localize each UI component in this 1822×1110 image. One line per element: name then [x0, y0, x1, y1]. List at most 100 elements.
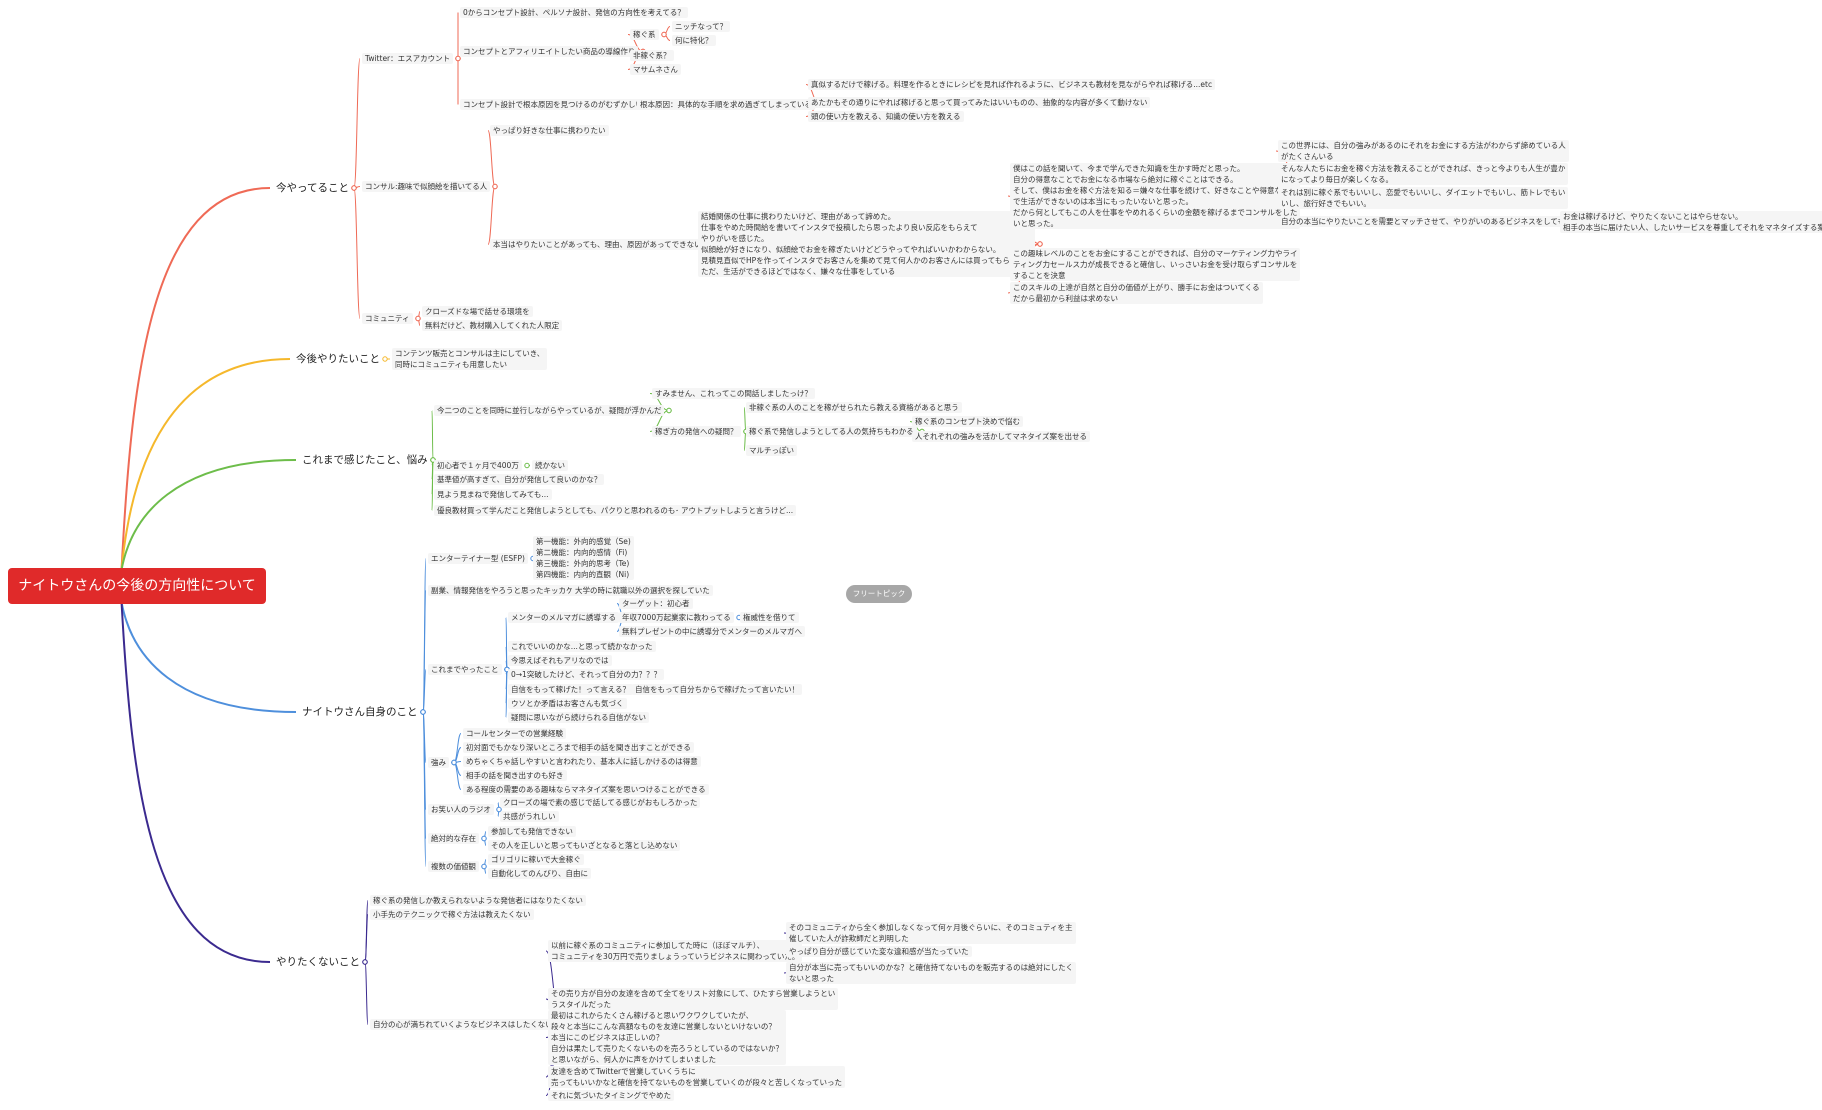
topic-intuition-right[interactable]: やっぱり自分が感じていた変な違和感が当たっていた — [786, 946, 972, 957]
collapse-toggle[interactable] — [455, 55, 461, 62]
topic-fraud-revealed[interactable]: そのコミュニティから全く参加しなくなって何ヶ月後ぐらいに、そのコミュティを主 催… — [786, 922, 1076, 944]
topic-monetize-strengths[interactable]: 人それぞれの強みを活かしてマネタイズ案を出せる — [912, 431, 1091, 442]
topic-absolute-presence[interactable]: 絶対的な存在 — [428, 833, 479, 844]
topic-deep-listening[interactable]: 初対面でもかなり深いところまで相手の話を聞き出すことができる — [463, 742, 694, 753]
topic-maybe-ok[interactable]: 今思えばそれもアリなのでは — [508, 655, 612, 666]
topic-monetize-hobbies[interactable]: ある程度の需要のある趣味ならマネタイズ案を思いつけることができる — [463, 784, 709, 795]
topic-closed-space[interactable]: クローズドな場で話せる環境を — [422, 306, 533, 317]
collapse-toggle[interactable] — [1037, 241, 1043, 247]
topic-own-strength[interactable]: 自信をもって自分ちからで稼げたって言いたい！ — [632, 684, 803, 695]
topic-easy-to-talk[interactable]: めちゃくちゃ話しやすいと言われたり、基本人に話しかけるのは得意 — [463, 756, 701, 767]
topic-skill-growth[interactable]: このスキルの上達が自然と自分の価値が上がり、勝手にお金はついてくる だから最初か… — [1010, 282, 1263, 304]
topic-no-forced-work[interactable]: お金は稼げるけど、やりたくないことはやらせない。 相手の本当に届けたい人、したい… — [1560, 211, 1822, 233]
topic-no-soul-business[interactable]: 自分の心が満ちれていくようなビジネスはしたくない — [370, 1019, 556, 1030]
topic-concept-struggle[interactable]: 稼ぐ系のコンセプト決めで悩む — [912, 416, 1023, 427]
topic-root-cause[interactable]: 根本原因：具体的な手順を求め過ぎてしまっている — [637, 99, 815, 110]
topic-likes-listening[interactable]: 相手の話を聞き出すのも好き — [463, 770, 567, 781]
topic-match-demand[interactable]: 自分の本当にやりたいことを需要とマッチさせて、やりがいのあるビジネスをしてもらう — [1278, 216, 1584, 227]
floating-topic[interactable]: フリートピック — [846, 585, 912, 603]
topic-concept-design[interactable]: 0からコンセプト設計、ペルソナ設計、発信の方向性を考えてる？ — [460, 7, 688, 18]
topic-call-center[interactable]: コールセンターでの営業経験 — [463, 728, 567, 739]
collapse-toggle[interactable] — [661, 31, 667, 38]
collapse-toggle[interactable] — [492, 183, 498, 190]
collapse-toggle[interactable] — [351, 185, 357, 191]
topic-specialize-question[interactable]: 何に特化？ — [672, 35, 716, 46]
topic-abstract-content[interactable]: あたかもその通りにやれば稼げると思って買ってみたはいいものの、抽象的な内容が多く… — [808, 97, 1151, 108]
topic-free-gift[interactable]: 無料プレゼントの中に誘導分でメンターのメルマガへ — [619, 626, 805, 637]
topic-mentor-mailmag[interactable]: メンターのメルマガに誘導する — [508, 612, 619, 623]
topic-dont-want[interactable]: やりたくないこと — [276, 956, 360, 968]
collapse-toggle[interactable] — [420, 709, 426, 715]
topic-parallel-doubt[interactable]: 今二つのことを同時に並行しながらやっているが、疑問が浮かんだ — [434, 405, 665, 416]
topic-sales-style[interactable]: その売り方が自分の友達を含めて全てをリスト対象にして、ひたすら営業しようとい う… — [548, 988, 839, 1010]
topic-earning-doubt[interactable]: 稼ぎ方の発信への疑問？ — [652, 426, 741, 437]
topic-people-giving-up[interactable]: この世界には、自分の強みがあるのにそれをお金にする方法がわからず諦めている人 が… — [1278, 140, 1569, 162]
topic-zero-to-one[interactable]: 0→1突破したけど、それって自分の力？？？ — [508, 669, 665, 680]
topic-automation[interactable]: 自動化してのんびり、自由に — [488, 868, 591, 879]
collapse-toggle[interactable] — [415, 315, 421, 322]
topic-beginner-4m[interactable]: 初心者で１ヶ月で400万 — [434, 460, 522, 471]
topic-empathy[interactable]: 共感がうれしい — [500, 811, 559, 822]
topic-trigger[interactable]: 副業、情報発信をやろうと思ったキッカケ — [428, 585, 577, 596]
topic-illustrator-story[interactable]: 結婚関係の仕事に携わりたいけど、理由があって諦めた。 仕事をやめた時間給を書いて… — [698, 211, 1036, 277]
collapse-toggle[interactable] — [382, 356, 388, 362]
topic-output-advice[interactable]: アウトプットしようと言うけど... — [678, 505, 797, 516]
topic-never-sell-doubt[interactable]: 自分が本当に売ってもいいのかな？と確信持てないものを販売するのは絶対にしたく な… — [786, 962, 1077, 984]
topic-copy-fear[interactable]: 優良教材買って学んだこと発信しようとしても、パクりと思われるのもイヤ — [434, 505, 694, 516]
collapse-toggle[interactable] — [362, 959, 368, 965]
topic-college-choice[interactable]: 大学の時に就職以外の選択を探していた — [572, 585, 713, 596]
topic-teach-thinking[interactable]: 頭の使い方を教える、知識の使い方を教える — [808, 111, 964, 122]
topic-non-money-genre[interactable]: 非稼ぐ系？ — [630, 50, 674, 61]
topic-growing-doubt[interactable]: 最初はこれからたくさん稼げると思いワクワクしていたが、 段々と本当にこんな高額な… — [548, 1010, 787, 1065]
topic-qualified-to-teach[interactable]: 非稼ぐ系の人のことを稼がせられたら教える資格があると思う — [746, 402, 962, 413]
collapse-toggle[interactable] — [496, 806, 502, 813]
central-topic[interactable]: ナイトウさんの今後の方向性について — [8, 568, 266, 604]
topic-current-activities[interactable]: 今やってること — [276, 182, 349, 194]
topic-sorry-question[interactable]: すみません、これってこの間話しましたっけ？ — [652, 388, 815, 399]
topic-free-for-buyers[interactable]: 無料だけど、教材購入してくれた人限定 — [422, 320, 563, 331]
topic-strengths[interactable]: 強み — [428, 757, 449, 768]
topic-not-lasting[interactable]: 続かない — [532, 460, 568, 471]
topic-no-tricks[interactable]: 小手先のテクニックで稼ぐ方法は教えたくない — [370, 909, 534, 920]
topic-future-plans[interactable]: 今後やりたいこと — [296, 353, 380, 365]
topic-affiliate-funnel[interactable]: コンセプトとアフィリエイトしたい商品の導線作り — [460, 46, 639, 57]
topic-not-only-money[interactable]: 稼ぐ系の発信しか教えられないような発信者にはなりたくない — [370, 895, 586, 906]
topic-cannot-post[interactable]: 参加しても発信できない — [488, 826, 576, 837]
topic-content-sales[interactable]: コンテンツ販売とコンサルは主にしていき、 同時にコミュニティも用意したい — [392, 348, 548, 370]
topic-70m-entrepreneur[interactable]: 年収7000万起業家に教わってる — [619, 612, 734, 623]
topic-high-standard[interactable]: 基準値が高すぎて、自分が発信して良いのかな？ — [434, 474, 605, 485]
topic-recipe-analogy[interactable]: 真似するだけで稼げる。料理を作るときにレシピを見れば作れるように、ビジネスも教材… — [808, 79, 1216, 90]
topic-past-actions[interactable]: これまでやったこと — [428, 664, 502, 675]
topic-money-genre[interactable]: 稼ぐ系 — [630, 29, 659, 40]
topic-earn-big[interactable]: ゴリゴリに稼いで大金稼ぐ — [488, 854, 584, 865]
topic-twitter-account[interactable]: Twitter：エスアカウント — [362, 53, 454, 64]
collapse-toggle[interactable] — [481, 863, 487, 870]
topic-lies-noticed[interactable]: ウソとか矛盾はお客さんも気づく — [508, 698, 627, 709]
topic-comedy-radio[interactable]: お笑い人のラジオ — [428, 804, 494, 815]
topic-my-realization[interactable]: 僕はこの話を聞いて、今まで学んできた知識を生かす時だと思った。 自分の得意なこと… — [1010, 163, 1301, 229]
collapse-toggle[interactable] — [451, 759, 457, 766]
topic-quit[interactable]: それに気づいたタイミングでやめた — [548, 1090, 674, 1101]
topic-niche-question[interactable]: ニッチなって？ — [672, 21, 731, 32]
topic-richer-life[interactable]: そんな人たちにお金を稼ぐ方法を教えることができれば、きっと今よりも人生が豊か に… — [1278, 163, 1569, 185]
topic-masamune[interactable]: マサムネさん — [630, 64, 681, 75]
topic-mlm-like[interactable]: マルチっぽい — [746, 445, 797, 456]
topic-free-consulting[interactable]: この趣味レベルのことをお金にすることができれば、自分のマーケティング力やライ テ… — [1010, 248, 1301, 281]
topic-about-naitou[interactable]: ナイトウさん自身のこと — [302, 706, 418, 718]
topic-painful-sales[interactable]: 友達を含めてTwitterで営業していくうちに 売ってもいいかなと確信を持てない… — [548, 1066, 845, 1088]
topic-concerns[interactable]: これまで感じたこと、悩み — [302, 454, 428, 466]
topic-multiple-values[interactable]: 複数の価値観 — [428, 861, 479, 872]
topic-borrow-authority[interactable]: 権威性を借りて — [740, 612, 799, 623]
topic-community[interactable]: コミュニティ — [362, 313, 413, 324]
topic-any-genre[interactable]: それは別に稼ぐ系でもいいし、恋愛でもいいし、ダイエットでもいし、筋トレでもい い… — [1278, 187, 1569, 209]
topic-no-confidence[interactable]: 疑問に思いながら続けられる自信がない — [508, 712, 649, 723]
topic-consulting-illustrator[interactable]: コンサル:趣味で似顔絵を描いてる人 — [362, 181, 491, 192]
topic-esfp[interactable]: エンターテイナー型 (ESFP) — [428, 553, 528, 564]
topic-closed-fun[interactable]: クローズの場で素の感じで話してる感じがおもしろかった — [500, 797, 701, 808]
topic-root-cause-difficulty[interactable]: コンセプト設計で根本原因を見つけるのがむずかしい — [460, 99, 646, 110]
topic-imitation[interactable]: 見よう見まねで発信してみても... — [434, 489, 552, 500]
topic-blocked-people[interactable]: 本当はやりたいことがあっても、理由、原因があってできない人 — [490, 239, 713, 250]
collapse-toggle[interactable] — [666, 407, 672, 414]
topic-cannot-apply[interactable]: その人を正しいと思ってもいざとなると落とし込めない — [488, 840, 681, 851]
topic-want-favorite-job[interactable]: やっぱり好きな仕事に携わりたい — [490, 125, 609, 136]
